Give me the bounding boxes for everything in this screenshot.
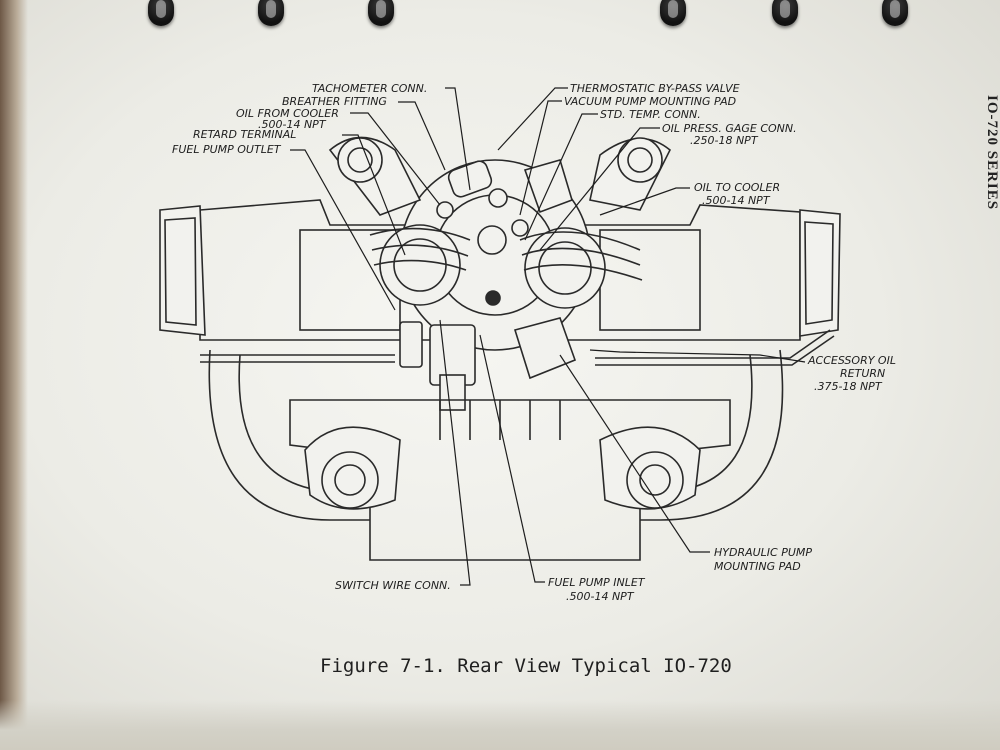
label-std-temp-conn: STD. TEMP. CONN. <box>600 108 701 121</box>
label-accessory-oil-return-1: ACCESSORY OIL <box>807 354 896 367</box>
label-hydraulic-pump-1: HYDRAULIC PUMP <box>714 546 812 559</box>
binder-ring <box>882 0 908 26</box>
label-oil-from-cooler: OIL FROM COOLER <box>236 107 339 120</box>
binder-ring <box>772 0 798 26</box>
label-accessory-oil-return-2: RETURN <box>840 367 885 380</box>
section-title: IO-720 SERIES <box>984 95 1000 211</box>
label-accessory-oil-return-size: .375-18 NPT <box>814 380 883 393</box>
label-oil-to-cooler: OIL TO COOLER <box>694 181 780 194</box>
binder-ring <box>660 0 686 26</box>
callout-labels: TACHOMETER CONN. BREATHER FITTING OIL FR… <box>172 82 896 603</box>
binder-ring <box>148 0 174 26</box>
figure-caption: Figure 7-1. Rear View Typical IO-720 <box>320 655 732 677</box>
binder-ring <box>258 0 284 26</box>
label-oil-press-gage-conn: OIL PRESS. GAGE CONN. <box>662 122 797 135</box>
page-bottom-shadow <box>0 700 1000 750</box>
engine-drawing <box>159 136 841 561</box>
leader-lines <box>290 87 806 586</box>
label-oil-press-gage-size: .250-18 NPT <box>690 134 759 147</box>
label-oil-to-cooler-size: .500-14 NPT <box>702 194 771 207</box>
page-edge-shadow <box>0 0 28 750</box>
label-fuel-pump-outlet: FUEL PUMP OUTLET <box>172 143 282 156</box>
label-switch-wire-conn: SWITCH WIRE CONN. <box>335 579 451 592</box>
label-thermostatic-bypass-valve: THERMOSTATIC BY-PASS VALVE <box>570 82 740 95</box>
label-fuel-pump-inlet-size: .500-14 NPT <box>566 590 635 603</box>
label-breather-fitting: BREATHER FITTING <box>282 95 387 108</box>
label-tachometer-conn: TACHOMETER CONN. <box>312 82 427 95</box>
label-fuel-pump-inlet: FUEL PUMP INLET <box>548 576 646 589</box>
label-retard-terminal: RETARD TERMINAL <box>193 128 296 141</box>
label-vacuum-pump-mounting-pad: VACUUM PUMP MOUNTING PAD <box>564 95 736 108</box>
label-hydraulic-pump-2: MOUNTING PAD <box>714 560 801 573</box>
label-oil-from-cooler-size: .500-14 NPT <box>258 118 327 131</box>
binder-ring <box>368 0 394 26</box>
